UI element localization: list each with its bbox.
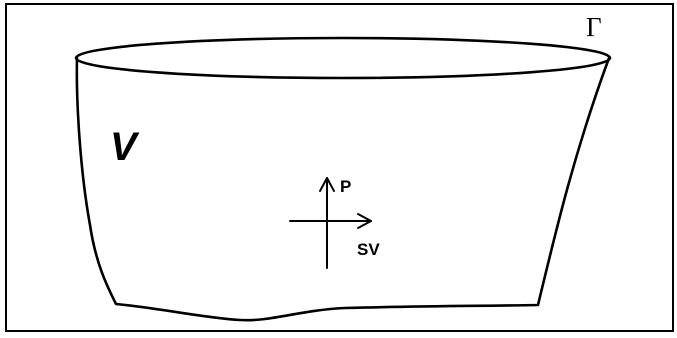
p-wave-arrowhead [319,177,335,192]
vessel-top-rim [74,36,612,80]
vessel-body-outline [75,56,611,322]
sv-wave-label: SV [357,240,380,259]
p-wave-label: P [340,177,351,196]
sv-wave-arrowhead [357,213,372,229]
figure-frame [5,3,674,332]
volume-label: V [110,125,140,169]
boundary-label: Γ [586,12,602,42]
